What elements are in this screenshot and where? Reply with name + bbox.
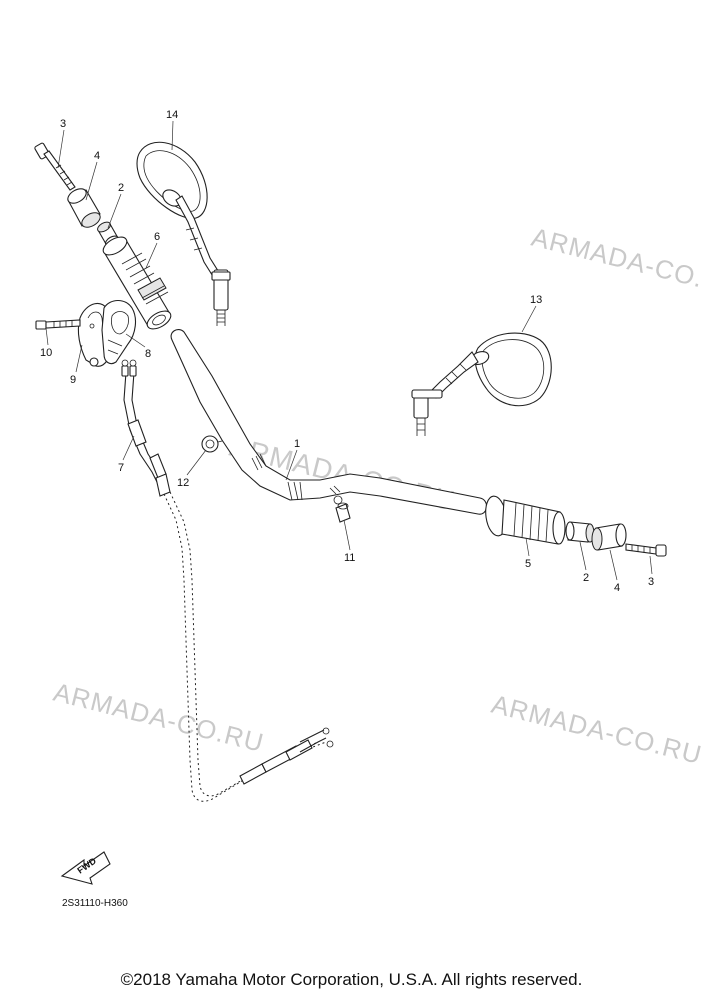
drawing-code: 2S31110-H360: [62, 898, 128, 909]
leader-lines: [45, 120, 653, 581]
grip-end-right-part-4[interactable]: [591, 523, 627, 551]
handlebar-part-1[interactable]: [170, 329, 488, 515]
label-part-4-left: 4: [94, 150, 100, 162]
watermark-bottom-right: ARMADA-CO.RU: [489, 689, 703, 770]
throttle-housing-part-8[interactable]: [101, 299, 137, 365]
clamp-part-12[interactable]: [201, 435, 231, 453]
bolt-right-part-3[interactable]: [625, 543, 667, 557]
part-labels: 3 4 2 6 14 13 10 9 8 7 12 1 11 5 2 4 3: [40, 109, 654, 594]
watermark-bottom-left: ARMADA-CO.RU: [51, 677, 268, 758]
label-part-13: 13: [530, 294, 542, 306]
label-part-14: 14: [166, 109, 178, 121]
throttle-grip-part-6[interactable]: [100, 233, 174, 332]
label-part-9: 9: [70, 374, 76, 386]
label-part-12: 12: [177, 477, 189, 489]
copyright-notice: ©2018 Yamaha Motor Corporation, U.S.A. A…: [120, 970, 583, 989]
label-part-5: 5: [525, 558, 531, 570]
watermark-top-right: ARMADA-CO.RU: [529, 222, 703, 303]
label-part-1: 1: [294, 438, 300, 450]
label-part-11: 11: [344, 552, 355, 564]
screw-part-10[interactable]: [35, 319, 81, 330]
collar-right-part-2[interactable]: [565, 521, 595, 543]
label-part-7: 7: [118, 462, 124, 474]
label-part-2-left: 2: [118, 182, 124, 194]
throttle-cables-part-7[interactable]: [121, 359, 334, 802]
label-part-2-right: 2: [583, 572, 589, 584]
mirror-left-part-14[interactable]: [136, 141, 231, 326]
mirror-right-part-13[interactable]: [411, 332, 552, 436]
grip-end-left-part-4[interactable]: [65, 186, 102, 230]
label-part-3-left: 3: [60, 118, 66, 130]
label-part-4-right: 4: [614, 582, 620, 594]
fwd-arrow-icon: FWD: [60, 851, 111, 885]
bolt-left-part-3[interactable]: [34, 142, 76, 191]
right-grip-part-5[interactable]: [483, 495, 566, 545]
label-part-10: 10: [40, 347, 52, 359]
label-part-6: 6: [154, 231, 160, 243]
cable-guide-part-11[interactable]: [335, 502, 351, 523]
label-part-3-right: 3: [648, 576, 654, 588]
label-part-8: 8: [145, 348, 151, 360]
